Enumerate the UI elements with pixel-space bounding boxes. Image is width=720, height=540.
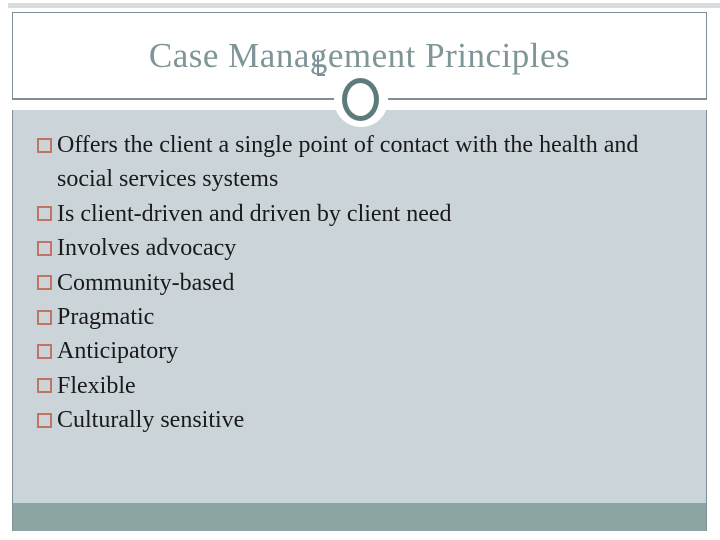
square-bullet-icon — [37, 206, 52, 222]
bullet-item: Offers the client a single point of cont… — [37, 128, 659, 197]
ring-ornament-icon — [342, 78, 379, 121]
tick-mark-vertical — [317, 55, 319, 76]
square-bullet-icon — [37, 137, 52, 153]
slide-title: Case Management Principles — [148, 35, 571, 75]
bullet-text: Offers the client a single point of cont… — [57, 132, 639, 193]
content-panel — [12, 110, 707, 503]
bullet-text: Flexible — [57, 372, 136, 399]
top-edge-strip — [8, 3, 720, 8]
footer-band — [12, 503, 707, 531]
bullet-item: Community-based — [37, 266, 659, 300]
bullet-text: Pragmatic — [57, 304, 155, 331]
bullet-item: Flexible — [37, 369, 659, 403]
square-bullet-icon — [37, 412, 52, 428]
square-bullet-icon — [37, 240, 52, 256]
bullet-text: Community-based — [57, 269, 235, 296]
square-bullet-icon — [37, 378, 52, 394]
square-bullet-icon — [37, 309, 52, 325]
bullet-text: Involves advocacy — [57, 235, 237, 262]
bullet-item: Culturally sensitive — [37, 403, 659, 437]
bullet-item: Anticipatory — [37, 334, 659, 368]
bullet-text: Anticipatory — [57, 338, 179, 365]
square-bullet-icon — [37, 343, 52, 359]
square-bullet-icon — [37, 275, 52, 291]
bullet-text: Culturally sensitive — [57, 407, 245, 434]
bullet-item: Involves advocacy — [37, 231, 659, 265]
bullet-item: Pragmatic — [37, 300, 659, 334]
tick-mark-horizontal — [317, 74, 325, 76]
bullet-text: Is client-driven and driven by client ne… — [57, 200, 452, 227]
bullet-item: Is client-driven and driven by client ne… — [37, 197, 659, 231]
bullet-list: Offers the client a single point of cont… — [37, 128, 659, 438]
